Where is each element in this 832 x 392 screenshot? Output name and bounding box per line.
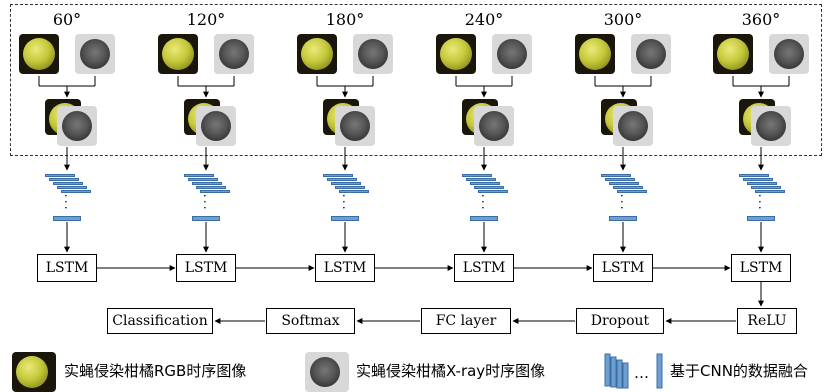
legend-xray-swatch (305, 352, 349, 392)
fc-layer-bar (747, 216, 775, 221)
cnn-layer (196, 186, 226, 189)
cnn-layer (49, 178, 79, 181)
xray-image (75, 34, 115, 74)
cnn-layer (184, 174, 214, 177)
cnn-layer (751, 186, 781, 189)
lstm-box: LSTM (37, 254, 97, 282)
layer-ellipsis: ··· (620, 189, 624, 215)
layer-ellipsis: ··· (481, 189, 485, 215)
fused-xray-image (196, 106, 236, 146)
cnn-layer (45, 174, 75, 177)
rgb-image (575, 34, 615, 74)
xray-image (492, 34, 532, 74)
cnn-layer (743, 178, 773, 181)
legend-rgb-swatch (12, 352, 56, 392)
lstm-label: LSTM (184, 260, 228, 276)
cnn-layer (613, 186, 643, 189)
xray-image (631, 34, 671, 74)
xray-image (214, 34, 254, 74)
rgb-image (436, 34, 476, 74)
fused-xray-image (335, 106, 375, 146)
angle-label: 180° (325, 10, 365, 29)
cnn-layer (323, 174, 353, 177)
cnn-layer (617, 190, 647, 193)
legend-cnn-label: 基于CNN的数据融合 (670, 362, 808, 380)
cnn-layer (609, 182, 639, 185)
fc-layer-bar (609, 216, 637, 221)
cnn-layer (470, 182, 500, 185)
cnn-layer (466, 178, 496, 181)
angle-label: 60° (52, 10, 82, 29)
cnn-layer (53, 182, 83, 185)
dropout-box: Dropout (576, 308, 664, 334)
layer-ellipsis: ··· (203, 189, 207, 215)
lstm-label: LSTM (601, 260, 645, 276)
lstm-box: LSTM (315, 254, 375, 282)
cnn-layer (474, 186, 504, 189)
xray-image (353, 34, 393, 74)
cnn-layer (462, 174, 492, 177)
cnn-layer (327, 178, 357, 181)
cnn-layer (339, 190, 369, 193)
cnn-layer (747, 182, 777, 185)
legend-rgb-label: 实蝇侵染柑橘RGB时序图像 (64, 362, 247, 380)
cnn-layer (331, 182, 361, 185)
cnn-layer (335, 186, 365, 189)
relu-label: ReLU (747, 313, 787, 329)
legend-cnn-stack-icon (604, 353, 629, 389)
fc-layer-label: FC layer (435, 313, 497, 329)
cnn-layer (605, 178, 635, 181)
fused-xray-image (613, 106, 653, 146)
rgb-image (158, 34, 198, 74)
lstm-label: LSTM (739, 260, 783, 276)
legend-xray-label: 实蝇侵染柑橘X-ray时序图像 (356, 362, 546, 380)
angle-label: 120° (186, 10, 226, 29)
classification-box: Classification (107, 308, 213, 334)
cnn-layer (755, 190, 785, 193)
xray-image (769, 34, 809, 74)
fc-layer-box: FC layer (421, 308, 511, 334)
cnn-layer (478, 190, 508, 193)
cnn-layer (601, 174, 631, 177)
cnn-layer (188, 178, 218, 181)
softmax-box: Softmax (266, 308, 355, 334)
input-region (10, 4, 822, 156)
layer-ellipsis: ··· (758, 189, 762, 215)
angle-label: 360° (741, 10, 781, 29)
legend-ellipsis: … (634, 364, 649, 382)
relu-box: ReLU (737, 308, 797, 334)
layer-ellipsis: ··· (64, 189, 68, 215)
fc-layer-bar (331, 216, 359, 221)
angle-label: 300° (603, 10, 643, 29)
fused-xray-image (751, 106, 791, 146)
lstm-label: LSTM (323, 260, 367, 276)
lstm-label: LSTM (45, 260, 89, 276)
cnn-layer (200, 190, 230, 193)
layer-ellipsis: ··· (342, 189, 346, 215)
lstm-box: LSTM (731, 254, 791, 282)
dropout-label: Dropout (590, 313, 650, 329)
classification-label: Classification (112, 313, 208, 329)
fc-layer-bar (192, 216, 220, 221)
fused-xray-image (57, 106, 97, 146)
cnn-layer (57, 186, 87, 189)
lstm-box: LSTM (176, 254, 236, 282)
lstm-label: LSTM (462, 260, 506, 276)
fc-layer-bar (470, 216, 498, 221)
cnn-layer (61, 190, 91, 193)
fused-xray-image (474, 106, 514, 146)
rgb-image (19, 34, 59, 74)
fc-layer-bar (53, 216, 81, 221)
rgb-image (297, 34, 337, 74)
cnn-layer (192, 182, 222, 185)
lstm-box: LSTM (593, 254, 653, 282)
softmax-label: Softmax (281, 313, 340, 329)
legend-fc-bar-icon (656, 353, 663, 389)
cnn-layer (739, 174, 769, 177)
angle-label: 240° (464, 10, 504, 29)
lstm-box: LSTM (454, 254, 514, 282)
rgb-image (713, 34, 753, 74)
